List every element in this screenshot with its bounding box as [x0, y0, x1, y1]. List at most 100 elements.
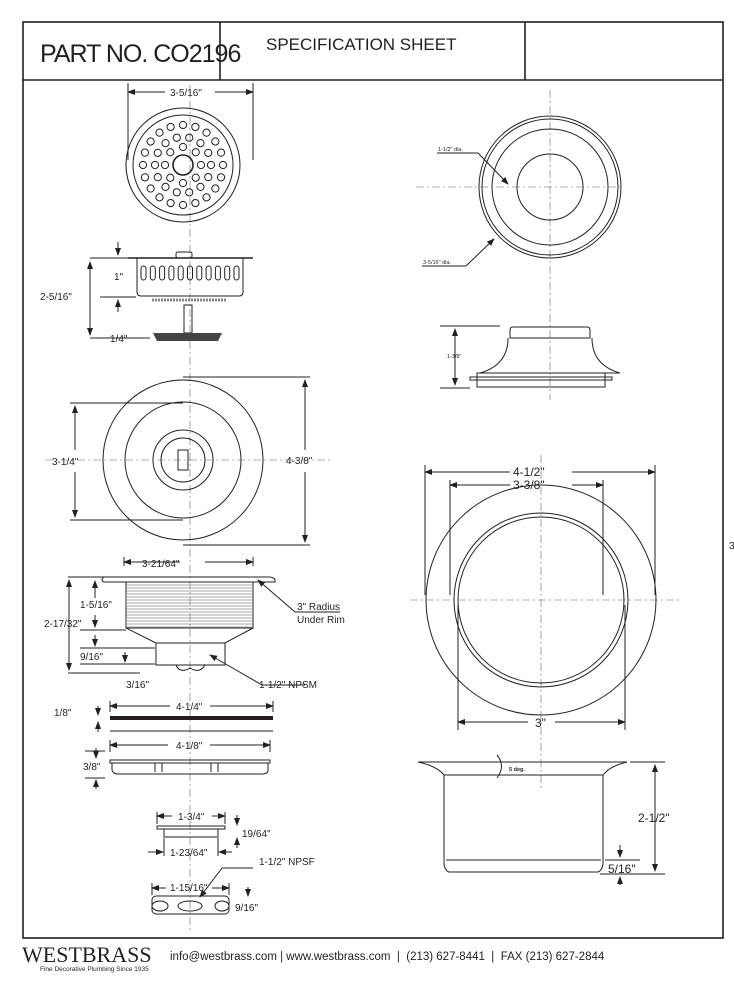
strainer-hole: [178, 200, 188, 210]
dim-body-total: 2-17/32": [44, 619, 82, 630]
dim-bottom-height: 3/16": [126, 680, 149, 691]
dim-basket-height: 1": [114, 272, 124, 283]
strainer-hole: [155, 128, 164, 137]
footer-fax: FAX (213) 627-2844: [501, 951, 605, 963]
strainer-hole: [166, 198, 175, 208]
strainer-hole: [216, 173, 226, 182]
strainer-hole: [153, 173, 162, 182]
footer-phone: (213) 627-8441: [406, 951, 485, 963]
strainer-hole: [146, 137, 155, 146]
dim-base-height: 5/16": [608, 862, 636, 876]
right-side-view: [440, 325, 621, 389]
strainer-hole: [196, 182, 205, 191]
strainer-hole: [196, 139, 205, 148]
strainer-hole: [172, 188, 181, 197]
strainer-hole: [172, 133, 181, 142]
brand-logo: WESTBRASS: [22, 942, 152, 967]
dim-gasket-thickness: 1/8": [54, 708, 72, 719]
strainer-hole: [206, 160, 216, 170]
strainer-hole: [140, 173, 150, 182]
flange-top-view: [45, 376, 330, 546]
strainer-hole: [160, 160, 170, 170]
flange-front-view: [410, 465, 680, 730]
basket-slot: [196, 265, 203, 281]
basket-slot: [224, 265, 231, 281]
strainer-hole: [211, 137, 220, 146]
strainer-hole: [166, 122, 175, 132]
strainer-hole: [191, 122, 200, 132]
basket-slot: [214, 265, 221, 281]
right-top-view: [416, 115, 622, 267]
footer-email[interactable]: info@westbrass.com: [170, 951, 277, 963]
dim-nut-width: 1-15/16": [170, 883, 208, 894]
basket-slot: [205, 265, 212, 281]
sheet-title: SPECIFICATION SHEET: [266, 35, 457, 54]
basket-slot: [140, 265, 147, 281]
nut-thread-spec: 1-1/2" NPSF: [259, 857, 315, 868]
rim-note-1: 3" Radius: [297, 602, 340, 613]
dim-inner-dia: 1-1/2" dia.: [438, 147, 463, 153]
strainer-hole: [218, 160, 228, 170]
strainer-hole: [155, 193, 164, 202]
washer-side-view: [85, 740, 271, 789]
strainer-hole: [161, 139, 170, 148]
sheet-frame: [22, 21, 724, 939]
strainer-hole: [185, 133, 194, 142]
part-number: PART NO. CO2196: [40, 40, 240, 68]
strainer-top-view: [125, 83, 254, 223]
dim-washer-height: 3/8": [83, 762, 101, 773]
dim-cap-height: 19/64": [242, 829, 271, 840]
strainer-hole: [191, 198, 200, 208]
strainer-hole: [202, 193, 211, 202]
strainer-hole: [178, 120, 188, 130]
page-number: 3: [729, 541, 734, 552]
footer-sep: |: [485, 951, 501, 963]
footer-sep: |: [390, 951, 406, 963]
strainer-hole: [140, 148, 150, 157]
dim-total-height: 2-1/2": [638, 811, 670, 825]
strainer-hole: [202, 128, 211, 137]
dim-side-height: 1-3/8": [447, 354, 462, 360]
basket-slot: [177, 265, 184, 281]
basket-slot: [168, 265, 175, 281]
strainer-hole: [191, 148, 200, 157]
strainer-hole: [161, 182, 170, 191]
strainer-hole: [204, 148, 213, 157]
strainer-hole: [153, 148, 162, 157]
strainer-hole: [196, 160, 206, 170]
flange-side-view: [417, 754, 665, 885]
dim-flange-outer-right: 4-1/2": [513, 465, 545, 479]
footer-website[interactable]: www.westbrass.com: [285, 951, 390, 963]
strainer-hole: [191, 173, 200, 182]
dim-outer-dia: 3-5/16" dia.: [423, 260, 451, 266]
strainer-hole: [178, 142, 188, 152]
dim-stopper-height: 1/4": [110, 334, 128, 345]
basket-slot: [149, 265, 156, 281]
dim-flange-outer: 4-3/8": [286, 456, 313, 467]
footer-contact-line: info@westbrass.com | www.westbrass.com |…: [170, 951, 605, 963]
basket-slot: [187, 265, 193, 281]
basket-slot: [233, 265, 240, 281]
strainer-hole: [146, 184, 155, 193]
dim-basket-total: 2-5/16": [40, 292, 72, 303]
strainer-hole: [166, 148, 175, 157]
strainer-hole: [211, 184, 220, 193]
dim-gasket-width: 4-1/4": [176, 702, 203, 713]
dim-nut-height: 9/16": [235, 903, 258, 914]
dim-washer-width: 4-1/8": [176, 741, 203, 752]
strainer-hole: [166, 173, 175, 182]
dim-cap-inner: 1-23/64": [170, 848, 208, 859]
dim-thread-height: 9/16": [80, 652, 103, 663]
dim-flange-inner: 3-1/4": [52, 457, 79, 468]
dim-body-dia: 3": [535, 716, 546, 730]
strainer-hole: [138, 160, 148, 170]
dim-strainer-width: 3-5/16": [170, 88, 202, 99]
cap-side-view: [148, 812, 240, 856]
dim-body-width: 3-21/64": [142, 559, 180, 570]
dim-cap-width: 1-3/4": [178, 812, 205, 823]
gasket-side-view: [95, 701, 274, 732]
strainer-hole: [204, 173, 213, 182]
basket-side-view: [87, 242, 253, 341]
rim-note-2: Under Rim: [297, 615, 345, 626]
